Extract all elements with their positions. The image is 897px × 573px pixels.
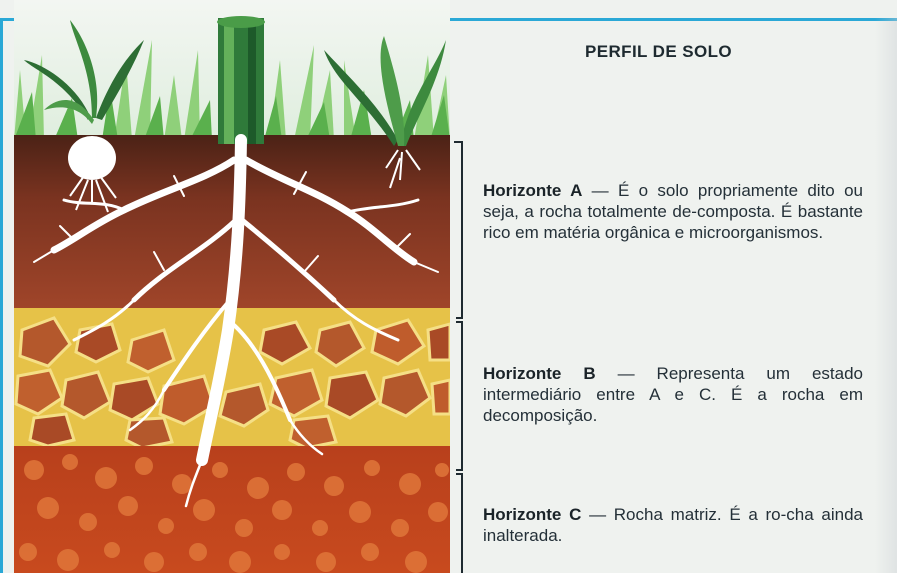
horizon-c-separator: — [581, 505, 613, 524]
page-title: PERFIL DE SOLO [585, 42, 732, 62]
horizon-b-label: Horizonte B [483, 364, 596, 383]
horizon-bracket [452, 140, 466, 573]
horizon-c-label: Horizonte C [483, 505, 581, 524]
horizon-a-label: Horizonte A [483, 181, 582, 200]
horizon-c [14, 446, 450, 573]
main-plant-stem [217, 16, 265, 144]
frame-left-line [0, 18, 3, 573]
soil-profile-illustration [14, 0, 450, 573]
horizon-c-description: Horizonte C — Rocha matriz. É a ro-cha a… [483, 504, 863, 546]
horizon-a-description: Horizonte A — É o solo propriamente dito… [483, 180, 863, 243]
page-edge-shadow [875, 18, 897, 573]
horizon-b-separator: — [596, 364, 657, 383]
horizon-b-description: Horizonte B — Representa um estado inter… [483, 363, 863, 426]
horizon-a-separator: — [582, 181, 618, 200]
